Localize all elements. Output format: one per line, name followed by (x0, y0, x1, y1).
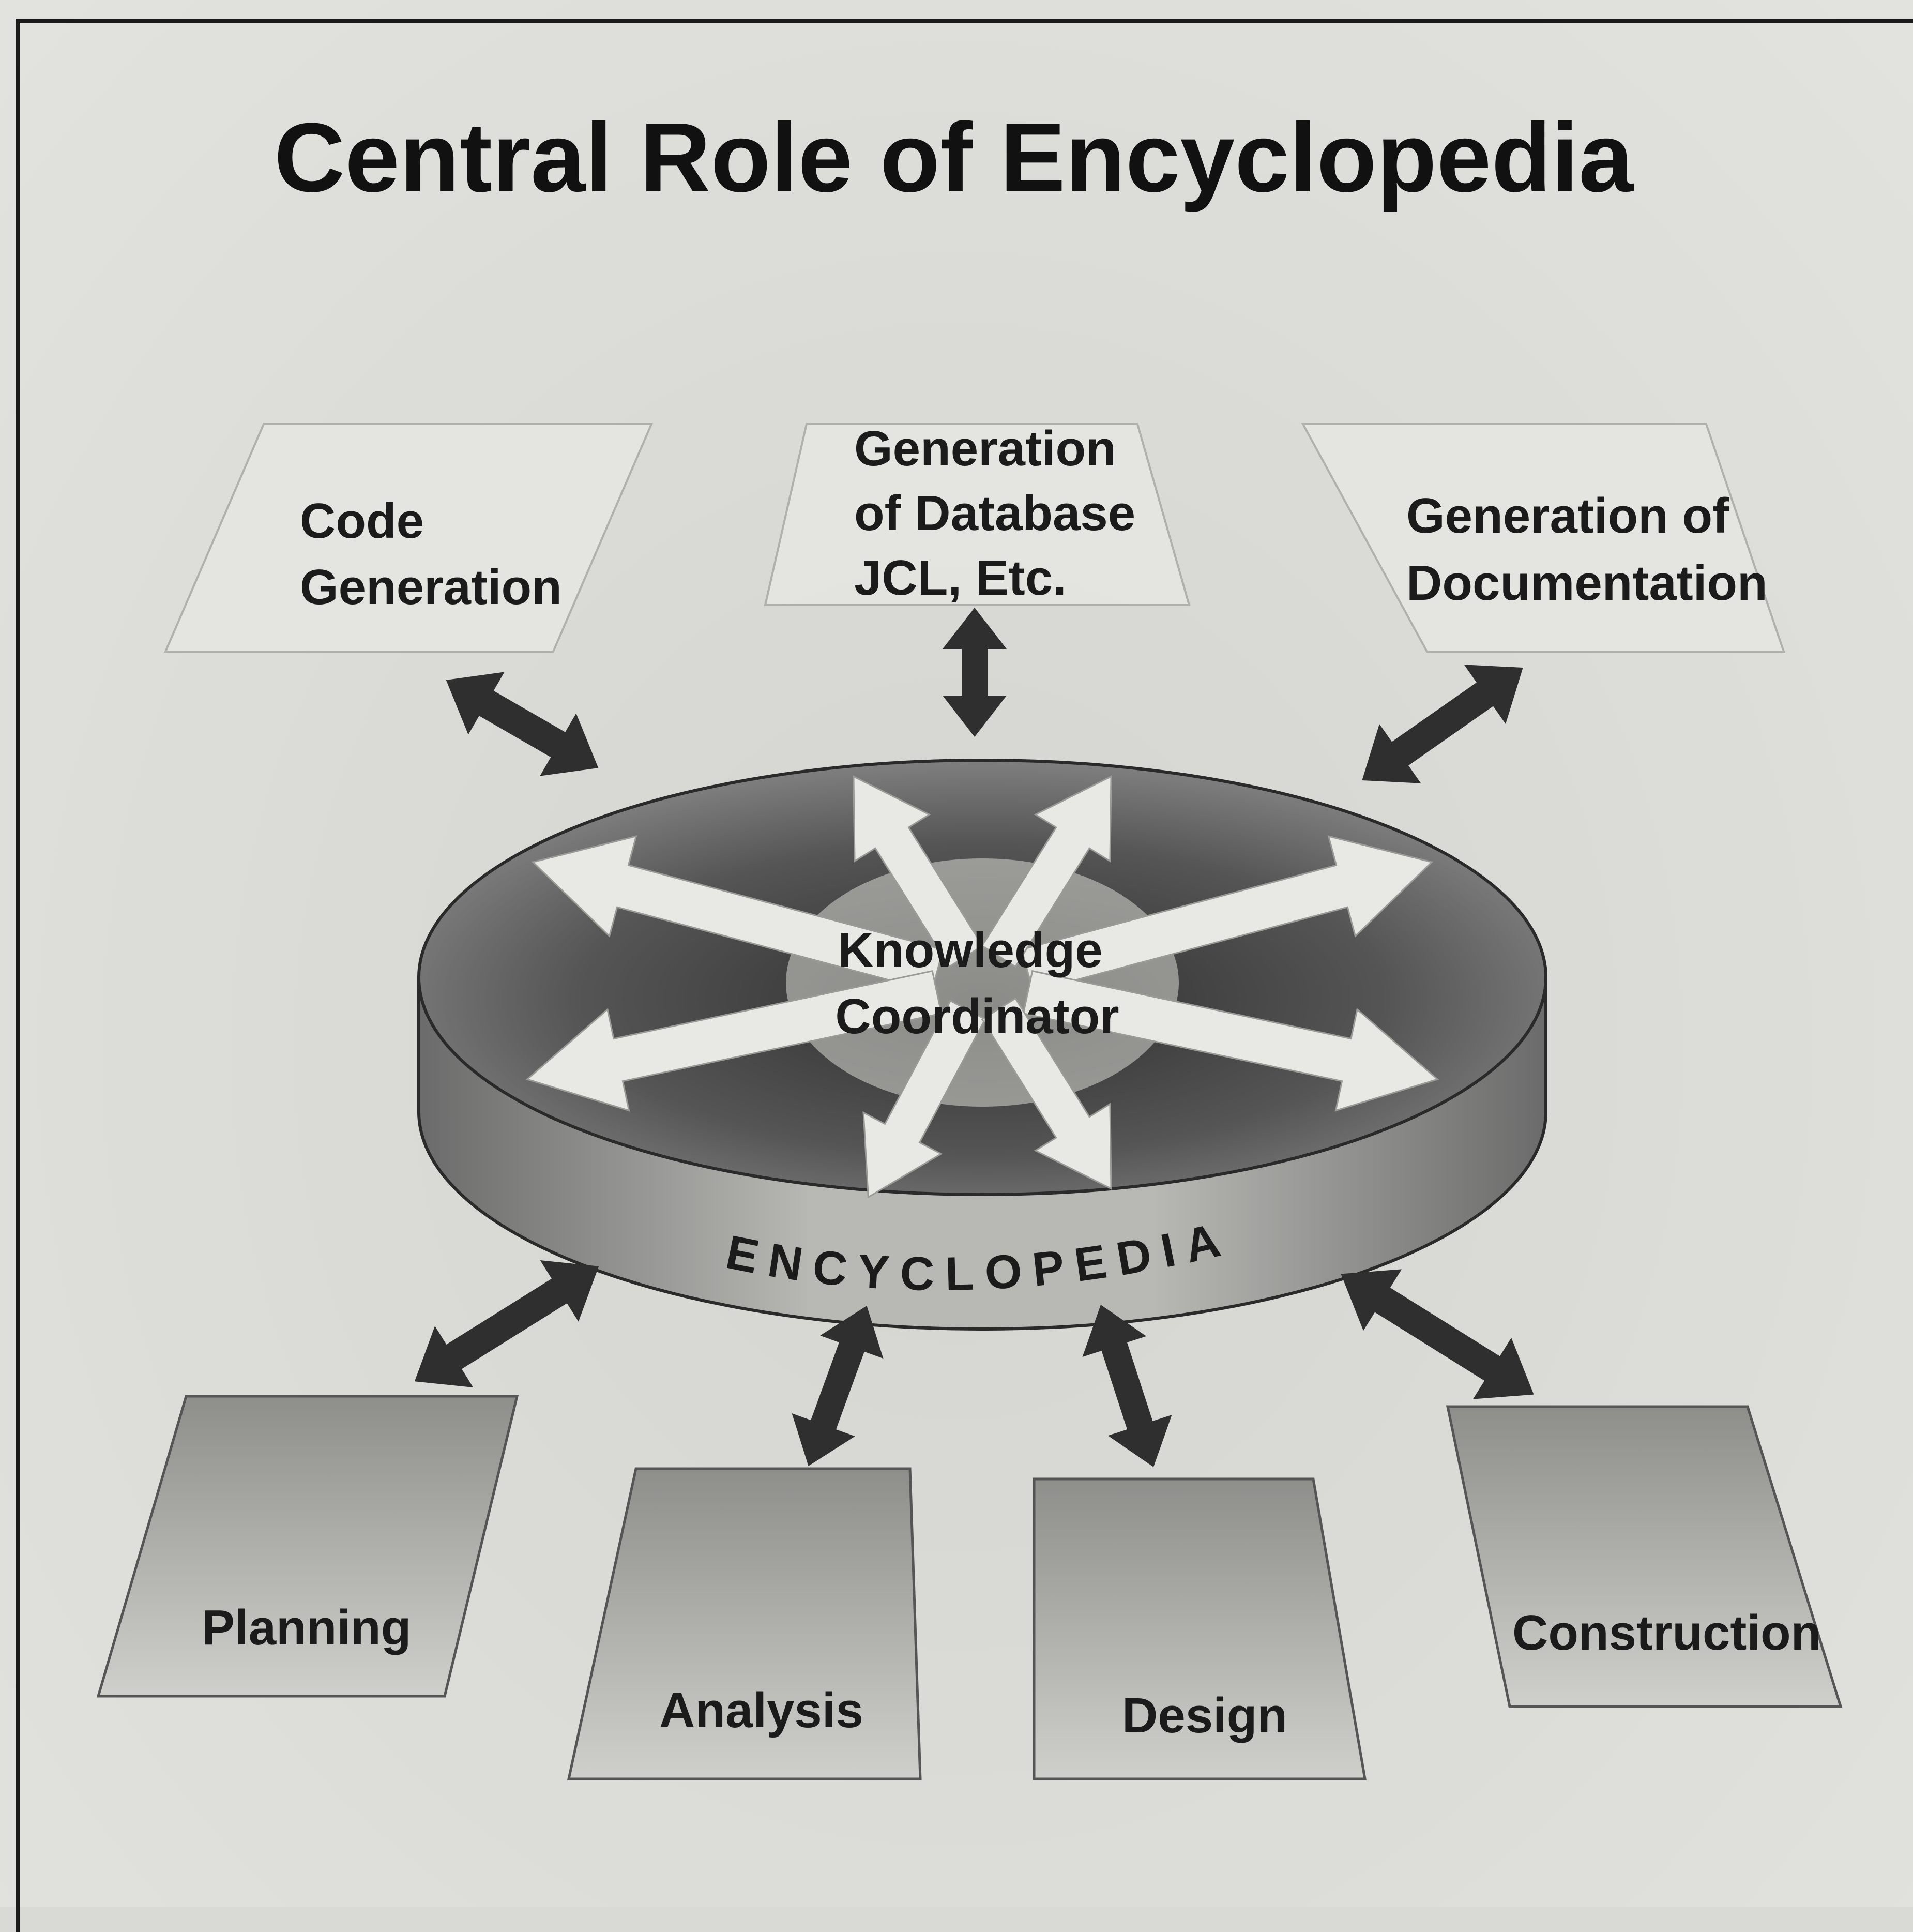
planning-box (96, 1395, 519, 1698)
database-generation-line-1: Generation (854, 421, 1116, 476)
code-generation-line-2: Generation (300, 560, 562, 615)
double-arrow-construction (1341, 1269, 1534, 1399)
code-generation-line-1: Code (300, 493, 424, 549)
documentation-generation-line-1: Generation of (1406, 488, 1729, 544)
double-arrow-analysis (792, 1305, 884, 1467)
design-box (1033, 1477, 1367, 1780)
database-generation-shape (764, 423, 1191, 606)
documentation-generation-line-2: Documentation (1406, 555, 1768, 611)
coordinator-line-1: Knowledge (838, 923, 1103, 978)
double-arrow-documentation (1362, 665, 1523, 783)
construction-box (1446, 1405, 1843, 1708)
disc-glow (786, 858, 1179, 1107)
page-title: Central Role of Encyclopedia (274, 103, 1634, 213)
radial-arrow (531, 835, 944, 993)
bottom-boxes (96, 1395, 1843, 1780)
planning-label: Planning (202, 1600, 411, 1655)
documentation-generation-shape (1301, 423, 1785, 653)
database-generation-label: Generation of Database JCL, Etc. (854, 421, 1149, 606)
analysis-label: Analysis (659, 1683, 863, 1738)
documentation-generation-label: Generation of Documentation (1406, 488, 1768, 611)
database-generation-line-3: JCL, Etc. (854, 550, 1067, 606)
double-arrow-planning (414, 1260, 599, 1387)
construction-label: Construction (1512, 1605, 1821, 1661)
double-arrow-design (1082, 1305, 1172, 1467)
double-arrow-database (943, 608, 1007, 737)
connector-arrows (414, 608, 1534, 1467)
double-arrow-code-generation (446, 672, 599, 776)
page-frame (16, 19, 1913, 1932)
analysis-box (567, 1467, 922, 1780)
radial-arrow (981, 775, 1112, 968)
design-label: Design (1122, 1688, 1287, 1743)
radial-arrow (981, 997, 1112, 1190)
radial-arrow (862, 1000, 986, 1199)
code-generation-shape (163, 423, 654, 653)
knowledge-coordinator-label: Knowledge Coordinator (835, 923, 1119, 1044)
radial-arrow (1021, 835, 1434, 993)
radial-arrow (853, 775, 984, 968)
top-shapes (163, 423, 1785, 653)
database-generation-line-2: of Database (854, 486, 1135, 541)
coordinator-line-2: Coordinator (835, 989, 1119, 1044)
radial-arrow (1022, 970, 1439, 1112)
coordinator-arrows (525, 775, 1439, 1199)
radial-arrow (525, 970, 943, 1112)
code-generation-label: Code Generation (300, 493, 562, 615)
